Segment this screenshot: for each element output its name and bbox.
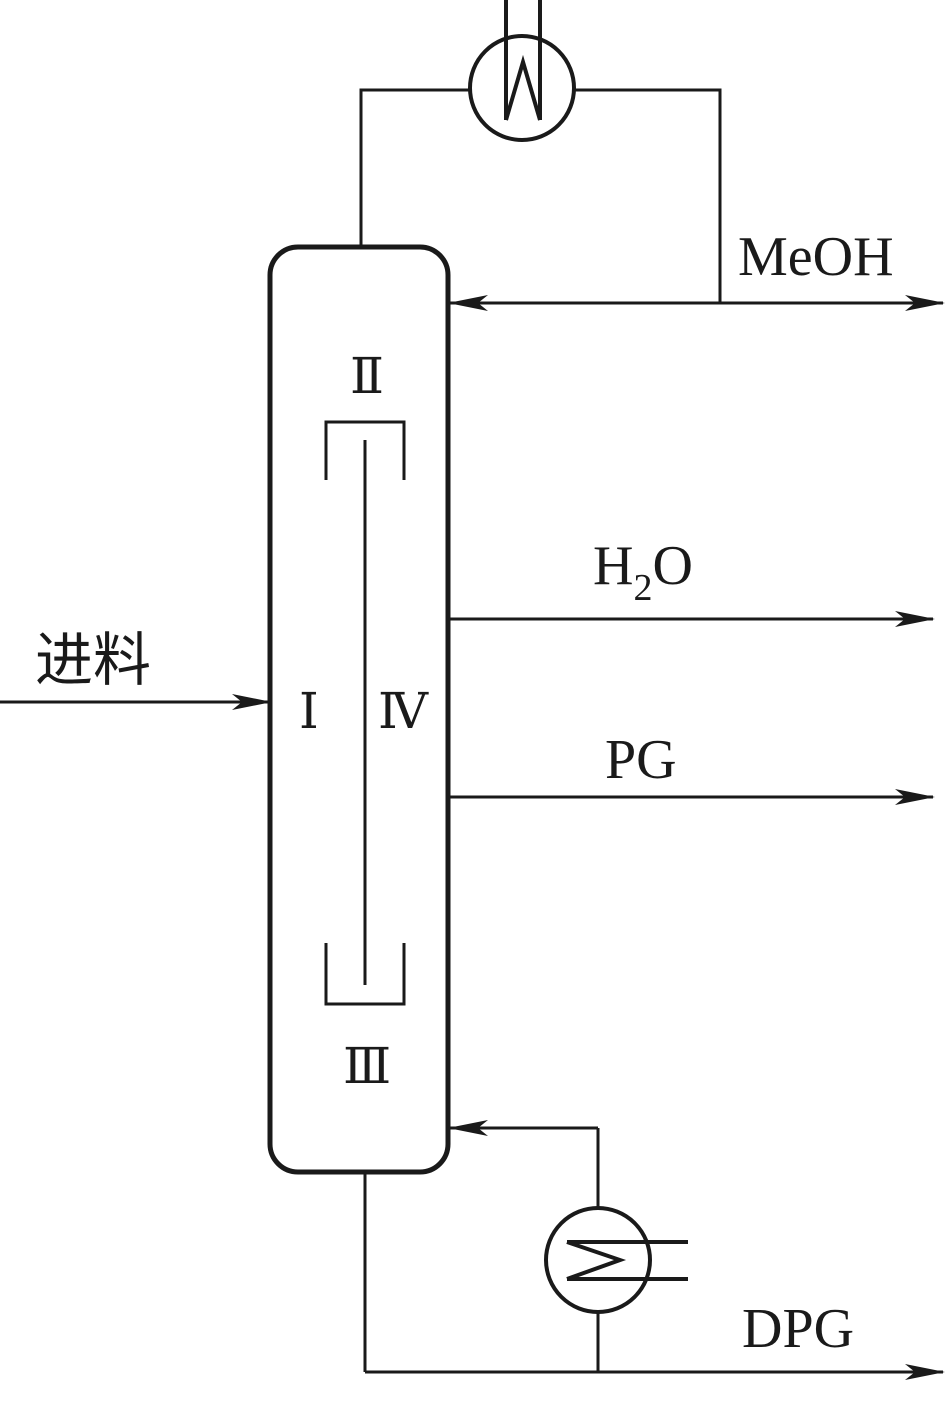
dividing-wall — [324, 420, 406, 1006]
lower-bracket — [324, 943, 406, 1006]
h2o-label-main: H — [593, 535, 633, 597]
meoh-label: MeOH — [738, 226, 894, 288]
h2o-label-subscript: 2 — [633, 567, 652, 609]
condenser-icon — [468, 0, 576, 142]
overhead-piping — [359, 88, 722, 303]
section-label-i: Ⅰ — [299, 683, 319, 739]
upper-bracket — [324, 420, 406, 480]
section-label-iv: Ⅳ — [378, 683, 429, 739]
reboiler-icon — [544, 1206, 688, 1314]
h2o-label-tail: O — [652, 535, 692, 597]
section-label-iii: Ⅲ — [343, 1038, 391, 1094]
bottoms-piping — [363, 1128, 600, 1372]
feed-label: 进料 — [35, 626, 151, 694]
section-label-ii: Ⅱ — [350, 348, 384, 404]
dpg-label: DPG — [742, 1298, 854, 1360]
h2o-label: H2O — [593, 535, 693, 609]
pg-label: PG — [605, 729, 677, 791]
